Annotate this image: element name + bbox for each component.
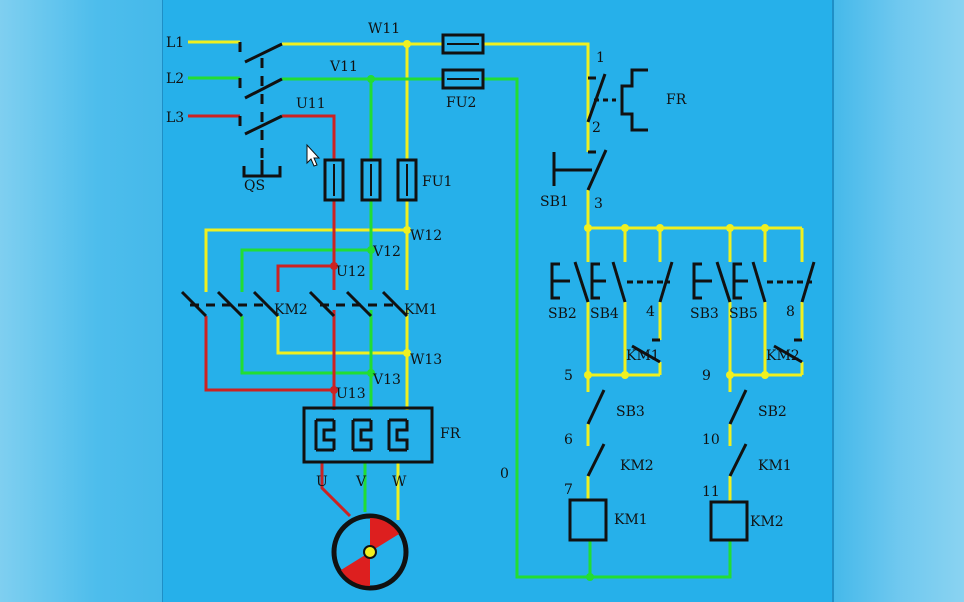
label-v11: V11	[329, 59, 358, 75]
sb3-sb5-start-group-icon	[692, 261, 816, 364]
mouse-cursor-icon	[306, 143, 321, 167]
label-u13: U13	[336, 386, 366, 402]
label-w11: W11	[368, 21, 400, 37]
fu1-fuse-icons	[323, 158, 418, 202]
label-ctrl-fr: FR	[666, 92, 687, 108]
qs-switch-icon	[238, 42, 283, 178]
wire-7: 7	[564, 482, 573, 498]
wire-11: 11	[702, 484, 720, 500]
km1-contactor-icon	[308, 290, 409, 318]
label-sb2: SB2	[548, 306, 577, 322]
label-fr: FR	[440, 426, 461, 442]
sb1-stop-button-icon	[552, 149, 608, 191]
label-sb4: SB4	[590, 306, 619, 322]
phase-v-wires	[188, 76, 732, 579]
wire-3: 3	[594, 196, 603, 212]
label-l3: L3	[166, 110, 184, 126]
label-u11: U11	[296, 96, 326, 112]
label-l2: L2	[166, 71, 184, 87]
km2-contactor-icon	[180, 290, 280, 318]
wire-5: 5	[564, 368, 573, 384]
wire-4: 4	[646, 304, 655, 320]
label-sb2-nc: SB2	[758, 404, 787, 420]
junction-dots-u	[330, 262, 338, 394]
blurred-right-margin	[834, 0, 964, 602]
motor-icon	[331, 513, 409, 591]
label-fu2: FU2	[446, 95, 476, 111]
label-motor-v: V	[355, 474, 367, 490]
wire-9: 9	[702, 368, 711, 384]
fr-nc-contact-icon	[586, 68, 648, 132]
label-sb3: SB3	[690, 306, 719, 322]
label-motor-w: W	[392, 474, 407, 490]
label-w13: W13	[410, 352, 442, 368]
label-km1-aux: KM1	[626, 348, 660, 364]
wire-8: 8	[786, 304, 795, 320]
wire-10: 10	[702, 432, 720, 448]
label-l1: L1	[166, 35, 184, 51]
label-v13: V13	[372, 372, 401, 388]
label-sb5: SB5	[729, 306, 758, 322]
junction-dots	[403, 40, 769, 379]
label-km2: KM2	[274, 302, 308, 318]
blurred-left-margin	[0, 0, 162, 602]
label-v12: V12	[372, 244, 401, 260]
label-qs: QS	[244, 178, 265, 194]
label-sb3-nc: SB3	[616, 404, 645, 420]
label-u12: U12	[336, 264, 366, 280]
label-fu1: FU1	[422, 174, 452, 190]
sb2-sb4-start-group-icon	[550, 261, 674, 364]
wire-0: 0	[500, 466, 509, 482]
coils-icon	[568, 498, 749, 542]
wire-6: 6	[564, 432, 573, 448]
label-w12: W12	[410, 228, 442, 244]
labels: L1 L2 L3 QS W11 V11 U11 FU1 FU2 W12 V12 …	[166, 21, 800, 530]
label-km2-coil: KM2	[750, 514, 784, 530]
label-km2-aux: KM2	[766, 348, 800, 364]
label-km1: KM1	[404, 302, 438, 318]
fr-overload-icon	[302, 406, 434, 464]
junction-dots-v	[367, 75, 594, 581]
interlock-contacts-icon	[586, 389, 748, 477]
label-motor-u: U	[316, 474, 328, 490]
label-km1-coil: KM1	[614, 512, 648, 528]
label-km2-interlock: KM2	[620, 458, 654, 474]
label-sb1: SB1	[540, 194, 569, 210]
fu2-fuse-icons	[441, 33, 485, 90]
wire-2: 2	[592, 120, 601, 136]
phase-u-wires	[188, 114, 352, 518]
wire-1: 1	[596, 50, 605, 66]
label-km1-interlock: KM1	[758, 458, 792, 474]
